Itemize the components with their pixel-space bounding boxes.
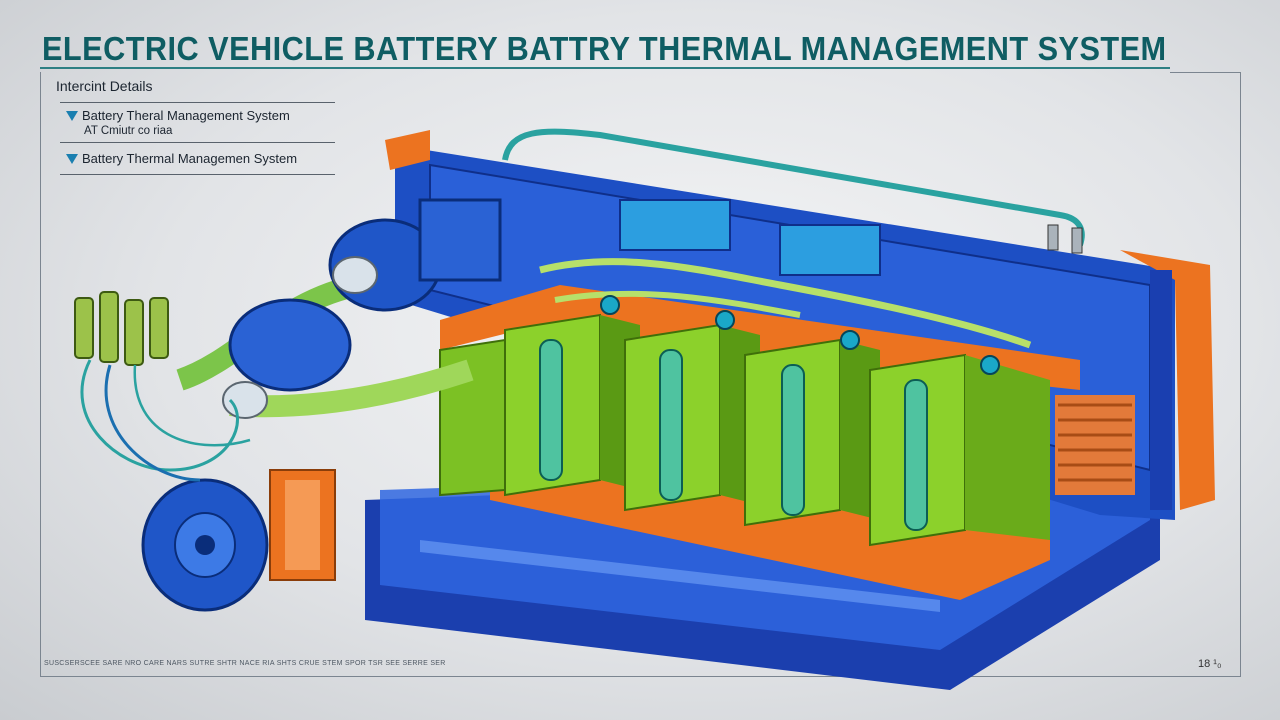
frame-top-stub <box>1170 72 1241 73</box>
coolant-pipe-icon <box>539 258 1032 349</box>
left-fittings <box>74 291 169 366</box>
triangle-bullet-icon <box>66 111 78 121</box>
sensor-clip <box>980 355 1000 375</box>
base-tray-highlight <box>420 540 940 612</box>
diagram-title: ELECTRIC VEHICLE BATTERY BATTRY THERMAL … <box>42 30 1167 67</box>
frame-right <box>1240 72 1241 676</box>
triangle-bullet-icon <box>66 154 78 164</box>
battery-cell-icon <box>744 338 880 527</box>
pump-motor-icon <box>328 198 502 312</box>
details-divider <box>60 174 335 175</box>
top-module <box>779 224 881 276</box>
details-item-label: Battery Thermal Managemen System <box>82 151 298 166</box>
details-heading: Intercint Details <box>56 78 153 94</box>
battery-cell-icon <box>869 353 1050 547</box>
wiring-harness <box>80 359 239 472</box>
footnote: SUSCSERSCEE SARE NRO CARE NARS SUTRE SHT… <box>44 660 446 667</box>
details-panel: Intercint Details Battery Theral Managem… <box>56 78 341 175</box>
page-number: 18 ¹₀ <box>1198 658 1222 670</box>
frame-orange-bar <box>1150 270 1172 510</box>
battery-cell-icon <box>624 323 760 512</box>
wiring-harness <box>133 364 251 447</box>
wiring-harness <box>104 364 201 482</box>
title-rule <box>40 67 1170 69</box>
left-battery-block <box>439 338 506 497</box>
coolant-pipe-icon <box>554 290 801 318</box>
sensor-clip <box>715 310 735 330</box>
pump-motor-icon <box>222 298 352 419</box>
frame-orange-left <box>385 130 430 170</box>
copper-busbar-connector <box>1055 395 1135 495</box>
frame-bottom <box>40 676 1241 677</box>
details-item: Battery Theral Management System AT Cmiu… <box>56 108 341 137</box>
sensor-clip <box>600 295 620 315</box>
connector-icon <box>1047 224 1083 254</box>
top-module <box>619 199 731 251</box>
frame-left <box>40 72 41 676</box>
details-item-sub: AT Cmiutr co riaa <box>84 125 173 137</box>
battery-cell-icon <box>504 313 640 497</box>
frame-orange-right <box>1120 250 1215 510</box>
details-item: Battery Thermal Managemen System <box>56 151 341 166</box>
details-item-label: Battery Theral Management System <box>82 108 290 123</box>
sensor-clip <box>840 330 860 350</box>
details-divider <box>60 102 335 103</box>
pump-motor-icon <box>141 469 336 612</box>
details-divider <box>60 142 335 143</box>
